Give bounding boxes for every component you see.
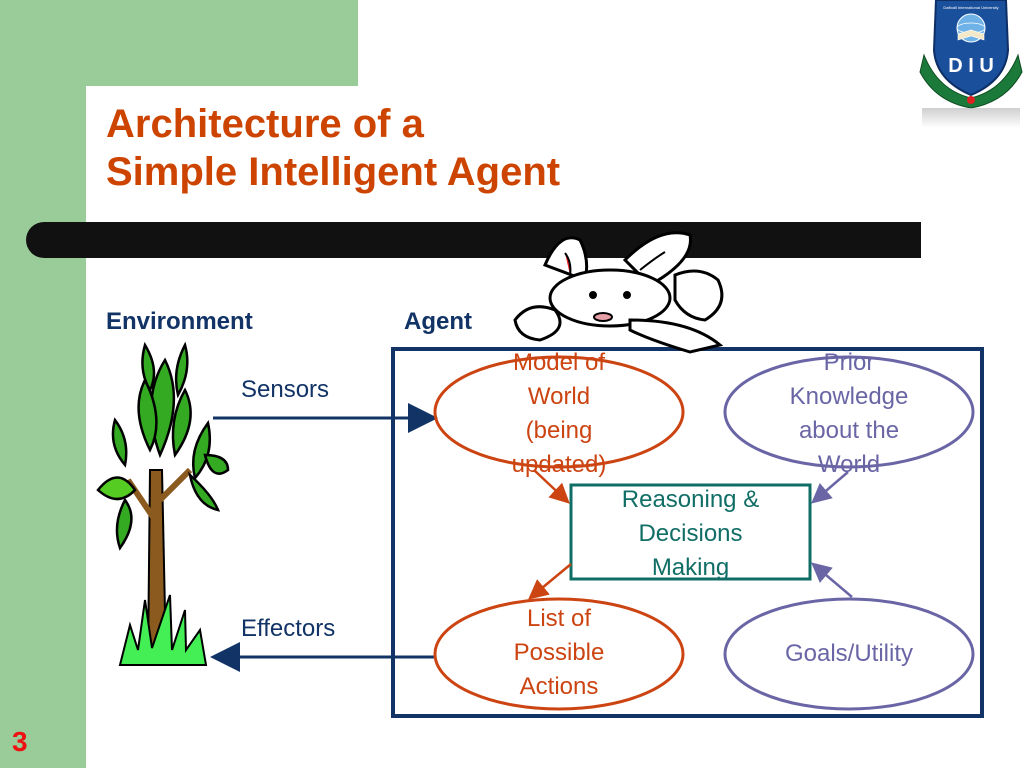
model-of-world-line: (being	[525, 417, 593, 444]
slide-content-area	[86, 86, 1024, 768]
edge-prior-to-reasoning	[811, 471, 849, 504]
svg-text:Daffodil International Univers: Daffodil International University	[943, 5, 998, 10]
edge-model-to-reasoning	[533, 469, 570, 504]
prior-knowledge-line: Knowledge	[789, 383, 909, 410]
possible-actions-line: List of	[526, 605, 592, 632]
possible-actions-line: Possible	[513, 639, 605, 666]
possible-actions-label: List of Possible Actions	[459, 602, 659, 704]
prior-knowledge-label: Prior Knowledge about the World	[749, 346, 949, 482]
prior-knowledge-line: World	[817, 451, 881, 478]
sidebar-left-band	[0, 0, 86, 768]
agent-heading: Agent	[404, 308, 472, 335]
model-of-world-line: updated)	[511, 451, 607, 478]
logo-letters: D I U	[948, 55, 994, 77]
university-crest-icon: Daffodil International University D I U	[919, 0, 1023, 128]
model-of-world-line: World	[527, 383, 591, 410]
model-of-world-node	[433, 355, 685, 469]
prior-knowledge-node	[723, 355, 975, 469]
goals-utility-line: Goals/Utility	[784, 640, 914, 667]
reasoning-node	[569, 483, 812, 581]
prior-knowledge-line: about the	[798, 417, 900, 444]
goals-utility-label: Goals/Utility	[749, 637, 949, 671]
title-divider-bar	[26, 222, 921, 258]
slide-title: Architecture of a Simple Intelligent Age…	[106, 100, 560, 196]
tree-icon	[96, 341, 230, 666]
edge-reasoning-to-actions	[528, 563, 572, 600]
reasoning-line: Making	[651, 554, 730, 581]
possible-actions-line: Actions	[519, 673, 599, 700]
reasoning-line: Decisions	[638, 520, 743, 547]
reasoning-line: Reasoning &	[621, 486, 760, 513]
environment-heading: Environment	[106, 308, 253, 335]
slide-title-line-1: Architecture of a	[106, 102, 424, 146]
slide-title-line-2: Simple Intelligent Agent	[106, 150, 561, 194]
reasoning-label: Reasoning & Decisions Making	[571, 483, 810, 585]
model-of-world-line: Model of	[512, 349, 606, 376]
edge-goals-to-reasoning	[811, 562, 853, 598]
page-number: 3	[12, 726, 28, 757]
model-of-world-label: Model of World (being updated)	[459, 346, 659, 482]
rabbit-icon	[513, 231, 724, 354]
sensors-label: Sensors	[241, 376, 330, 403]
possible-actions-node	[433, 597, 685, 711]
goals-utility-node	[723, 597, 975, 711]
prior-knowledge-line: Prior	[823, 349, 875, 376]
effectors-label: Effectors	[241, 615, 336, 642]
